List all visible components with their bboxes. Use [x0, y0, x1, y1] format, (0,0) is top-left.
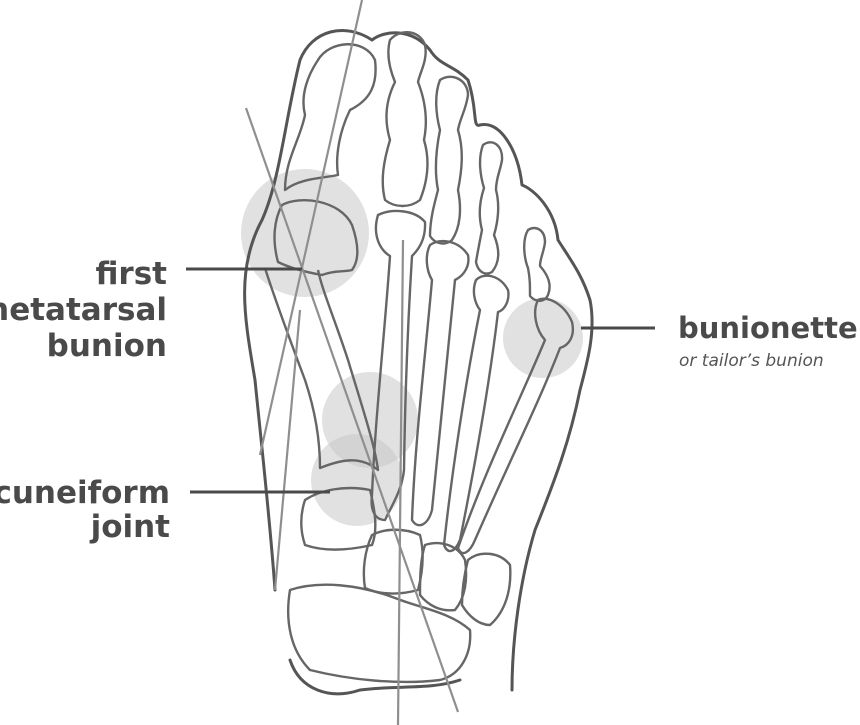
hallux-phalanx	[283, 43, 377, 192]
fourth-toe-phalanges	[474, 141, 504, 275]
first-metatarsal-label-line-1: first	[95, 256, 167, 292]
navicular	[287, 583, 472, 684]
medial-cuneiform	[300, 486, 377, 551]
tailors-bunion-sublabel: or tailor’s bunion	[679, 351, 824, 371]
medial-border-line	[273, 309, 302, 591]
hallux-metatarsal-head	[273, 198, 359, 277]
first-metatarsal-bunion-label: first metatarsal bunion	[0, 256, 167, 364]
first-metatarsal-axis-line	[244, 107, 460, 713]
first-metatarsal-label-line-2: metatarsal	[0, 292, 167, 328]
fifth-toe-phalanges	[523, 226, 551, 302]
first-metatarsal-label-line-3: bunion	[46, 328, 167, 364]
cuneiform-label-line-2: joint	[90, 509, 170, 545]
cuneiform-label-line-1: cuneiform	[0, 475, 170, 511]
fourth-metatarsal	[442, 274, 510, 553]
third-metatarsal	[410, 239, 470, 527]
alignment-lines	[244, 0, 460, 725]
second-metatarsal-axis-line	[396, 239, 405, 725]
cuneiform-joint-label: cuneiform joint	[0, 476, 170, 544]
hallux-metatarsal-shaft	[263, 267, 380, 472]
cuneiform-lower-highlight	[311, 434, 403, 526]
cuboid	[460, 552, 512, 627]
lateral-cuneiform	[418, 541, 468, 612]
first-metatarsal-highlight	[241, 169, 369, 297]
fifth-metatarsal	[456, 297, 574, 555]
third-toe-phalanges	[428, 75, 470, 245]
second-metatarsal	[370, 209, 427, 522]
hallux-axis-line	[258, 0, 364, 456]
foot-outline	[243, 29, 594, 696]
bunionette-label: bunionette	[678, 311, 858, 345]
second-toe-phalanges	[381, 31, 429, 208]
toe-bones	[263, 31, 574, 684]
intermediate-cuneiform	[362, 528, 424, 595]
leader-lines	[186, 267, 655, 494]
